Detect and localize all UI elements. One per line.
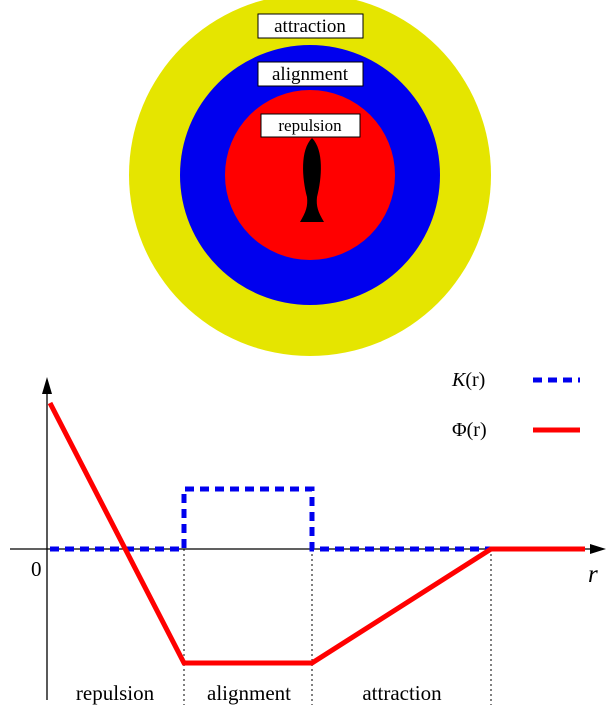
origin-label: 0: [31, 557, 42, 581]
y-axis-arrowhead: [42, 377, 52, 394]
region-label-attraction: attraction: [362, 681, 442, 705]
legend-Phi-prefix: Φ: [452, 419, 467, 441]
repulsion-label: repulsion: [278, 116, 342, 135]
legend-K-label: K(r): [451, 369, 485, 391]
legend-Phi-suffix: (r): [467, 419, 487, 441]
region-labels: repulsion alignment attraction: [76, 681, 442, 705]
repulsion-label-box: repulsion: [260, 113, 361, 138]
legend-K-suffix: (r): [465, 369, 485, 391]
region-label-repulsion: repulsion: [76, 681, 155, 705]
series-K-line: [50, 486, 585, 552]
attraction-label-box: attraction: [257, 13, 364, 39]
alignment-label: alignment: [272, 64, 349, 85]
alignment-label-box: alignment: [257, 61, 364, 87]
legend: K(r) Φ(r): [451, 369, 580, 441]
x-axis-arrowhead: [590, 544, 606, 554]
region-separators: [183, 549, 492, 705]
plot-axes: [10, 377, 606, 700]
x-axis-label: r: [588, 561, 598, 588]
legend-Phi-label: Φ(r): [452, 419, 487, 441]
fish-icon: [300, 138, 324, 222]
series-Phi-line: [47, 401, 585, 666]
region-label-alignment: alignment: [207, 681, 291, 705]
legend-K-prefix: K: [451, 369, 467, 391]
attraction-label: attraction: [274, 16, 346, 37]
